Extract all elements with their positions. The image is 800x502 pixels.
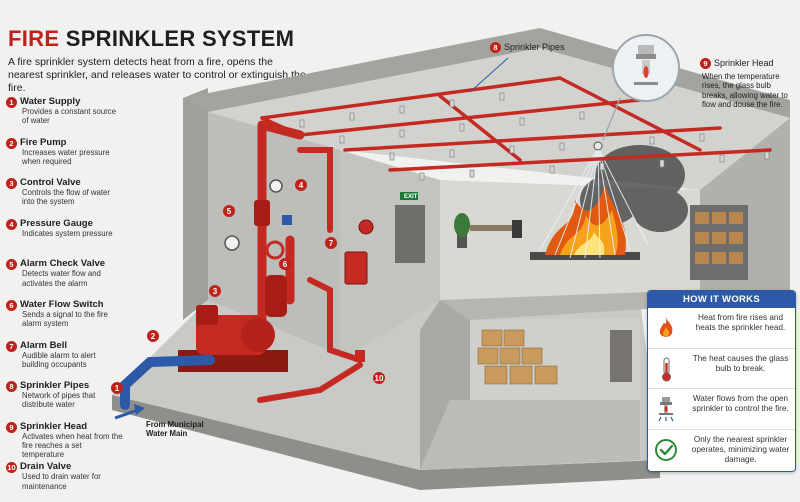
- sprinkler-heads: [299, 92, 770, 181]
- active-sprinkler-head: [593, 141, 603, 151]
- pipes-callout-line: [469, 57, 509, 93]
- riser-pipes: [257, 120, 305, 335]
- callout-municipal-water: From Municipal Water Main: [146, 420, 204, 438]
- lower-room-floor: [420, 400, 640, 470]
- svg-text:7: 7: [329, 239, 334, 248]
- exit-sign-label: EXIT: [404, 194, 418, 200]
- inflow-arrowhead: [134, 404, 145, 415]
- shelf-boxes: [695, 212, 743, 264]
- potted-plant: [457, 233, 467, 248]
- svg-text:2: 2: [151, 332, 156, 341]
- pressure-gauge: [269, 179, 283, 193]
- flame-icon: [659, 317, 673, 337]
- svg-text:6: 6: [283, 260, 288, 269]
- glass-bulb: [643, 66, 649, 78]
- door-office: [395, 205, 425, 263]
- sprinkler-icon: [658, 397, 674, 422]
- how-step-2: The heat causes the glass bulb to break.: [648, 349, 795, 389]
- inflow-arrow: [114, 408, 139, 420]
- door-lower: [610, 330, 632, 382]
- check-icon: [655, 438, 677, 461]
- pump-room-back-wall: [208, 100, 340, 355]
- alarm-check-valve: [254, 200, 270, 226]
- title-rest: SPRINKLER SYSTEM: [59, 26, 295, 51]
- svg-text:10: 10: [375, 374, 384, 383]
- control-valve-wheel: [265, 240, 285, 260]
- diagram-markers: 1 2 3 4 5 6 7 10: [111, 179, 385, 394]
- outer-wall-left: [183, 88, 208, 320]
- ground-slab: [112, 395, 660, 490]
- pressure-gauge-lower: [224, 235, 240, 251]
- center-wall: [340, 150, 440, 360]
- title-fire-word: FIRE: [8, 26, 60, 51]
- lower-room-left-wall: [420, 300, 470, 470]
- storage-boxes: [477, 329, 558, 385]
- how-it-works-heading: HOW IT WORKS: [648, 291, 795, 308]
- how-step-4: Only the nearest sprinkler operates, min…: [648, 430, 795, 471]
- exit-sign: [400, 192, 418, 200]
- return-pipes: [257, 147, 363, 403]
- sprinkler-pipe-grid: [260, 76, 772, 172]
- fire-pump: [178, 275, 288, 372]
- how-it-works-panel: HOW IT WORKS Heat from fire rises and he…: [647, 290, 796, 472]
- water-supply-pipe: [120, 355, 215, 410]
- office-chair: [512, 220, 522, 238]
- how-step-1: Heat from fire rises and heats the sprin…: [648, 308, 795, 349]
- svg-text:5: 5: [227, 207, 232, 216]
- alarm-panel: [344, 251, 368, 285]
- svg-text:1: 1: [115, 384, 120, 393]
- drain-valve: [355, 350, 365, 362]
- alarm-bell: [358, 219, 374, 235]
- page-title: FIRE SPRINKLER SYSTEM: [8, 26, 294, 52]
- office-desk: [470, 225, 515, 231]
- intro-text: A fire sprinkler system detects heat fro…: [8, 56, 306, 94]
- svg-text:3: 3: [213, 287, 218, 296]
- flow-switch: [282, 215, 292, 225]
- how-step-3: Water flows from the open sprinkler to c…: [648, 389, 795, 430]
- svg-text:4: 4: [299, 181, 304, 190]
- thermometer-icon: [662, 357, 671, 381]
- callout-sprinkler-head-desc: When the temperature rises, the glass bu…: [702, 72, 788, 110]
- fire-flames: [545, 185, 626, 255]
